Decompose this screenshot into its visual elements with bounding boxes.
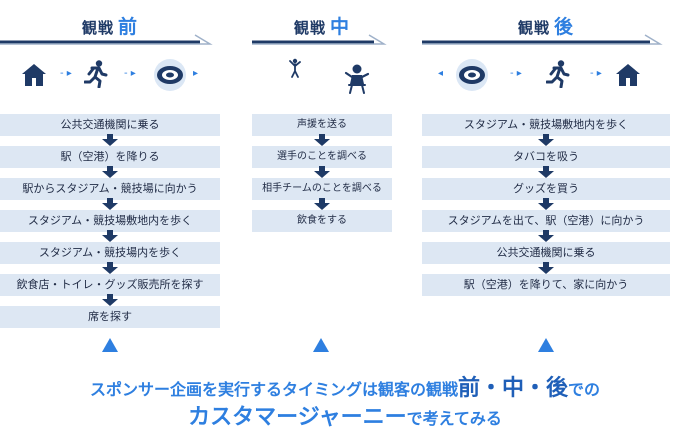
step-item: スタジアム・競技場敷地内を歩く	[0, 210, 220, 232]
column-after: 観戦後 ◂ - ▸ - ▸ スタジアム・競技場敷地内を歩く タバコを吸う グッ	[422, 0, 670, 296]
step-item: スタジアム・競技場敷地内を歩く	[422, 114, 670, 136]
step-item: 駅（空港）を降りて、家に向かう	[422, 274, 670, 296]
icons-after: ◂ - ▸ - ▸	[422, 58, 670, 94]
down-arrow-icon	[252, 166, 392, 178]
runner-icon	[546, 60, 570, 88]
flow-arrow-icon: ◂	[438, 68, 444, 79]
step-item: グッズを買う	[422, 178, 670, 200]
stadium-icon	[154, 59, 186, 91]
icons-before: - ▸ - ▸ ▸	[0, 58, 220, 94]
up-triangle-icon	[102, 338, 118, 352]
flow-arrow-icon: - ▸	[124, 68, 136, 79]
header-title-before: 観戦前	[0, 12, 220, 39]
down-arrow-icon	[422, 166, 670, 178]
column-before: 観戦前 - ▸ - ▸ ▸ 公共交通機関に乗る 駅（空港）を降りる 駅からスタ	[0, 0, 220, 328]
down-arrow-icon	[0, 166, 220, 178]
down-arrow-icon	[422, 262, 670, 274]
steps-after: スタジアム・競技場敷地内を歩く タバコを吸う グッズを買う スタジアムを出て、駅…	[422, 114, 670, 296]
flow-arrow-icon: - ▸	[60, 68, 72, 79]
down-arrow-icon	[0, 230, 220, 242]
down-arrow-icon	[252, 198, 392, 210]
stadium-icon	[456, 59, 488, 91]
step-item: 飲食店・トイレ・グッズ販売所を探す	[0, 274, 220, 296]
up-triangle-icon	[313, 338, 329, 352]
header-during: 観戦中	[252, 0, 392, 45]
steps-before: 公共交通機関に乗る 駅（空港）を降りる 駅からスタジアム・競技場に向かう スタジ…	[0, 114, 220, 328]
cheering-icon	[289, 58, 301, 78]
step-item: 公共交通機関に乗る	[422, 242, 670, 264]
step-item: スタジアム・競技場内を歩く	[0, 242, 220, 264]
step-item: 駅（空港）を降りる	[0, 146, 220, 168]
header-title-after: 観戦後	[422, 12, 670, 39]
column-during: 観戦中 声援を送る 選手のことを調べる 相手チームのことを調べる 飲食をする	[252, 0, 392, 232]
message-text: で考えてみる	[406, 409, 502, 428]
header-divider	[0, 34, 213, 45]
flow-arrow-icon: - ▸	[590, 68, 602, 79]
down-arrow-icon	[0, 134, 220, 146]
title-accent: 前	[118, 16, 139, 38]
header-before: 観戦前	[0, 0, 220, 45]
runner-icon	[84, 60, 108, 88]
spectator-icon	[344, 64, 370, 94]
flow-arrow-icon: ▸	[193, 68, 199, 79]
header-divider	[252, 34, 387, 45]
down-arrow-icon	[252, 134, 392, 146]
title-prefix: 観戦	[293, 19, 326, 37]
step-item: 駅からスタジアム・競技場に向かう	[0, 178, 220, 200]
step-item: タバコを吸う	[422, 146, 670, 168]
header-divider	[422, 34, 663, 45]
down-arrow-icon	[422, 198, 670, 210]
message-text: での	[568, 380, 601, 399]
message-emphasis: 前・中・後	[457, 376, 568, 401]
step-item: 席を探す	[0, 306, 220, 328]
up-triangle-icon	[538, 338, 554, 352]
message-text: スポンサー企画を実行するタイミングは観客の観戦	[89, 380, 458, 399]
home-icon	[22, 64, 46, 86]
down-arrow-icon	[0, 294, 220, 306]
step-item: 選手のことを調べる	[252, 146, 392, 168]
message-emphasis: カスタマージャーニー	[188, 405, 407, 430]
flow-arrow-icon: - ▸	[510, 68, 522, 79]
icons-during	[252, 58, 392, 94]
bottom-message-line-2: カスタマージャーニーで考えてみる	[0, 399, 690, 431]
step-item: スタジアムを出て、駅（空港）に向かう	[422, 210, 670, 232]
step-item: 公共交通機関に乗る	[0, 114, 220, 136]
header-after: 観戦後	[422, 0, 670, 45]
home-icon	[616, 64, 640, 86]
title-accent: 中	[330, 16, 351, 38]
title-prefix: 観戦	[81, 19, 114, 37]
bottom-message-line-1: スポンサー企画を実行するタイミングは観客の観戦前・中・後での	[0, 370, 690, 402]
step-item: 飲食をする	[252, 210, 392, 232]
down-arrow-icon	[0, 262, 220, 274]
step-item: 相手チームのことを調べる	[252, 178, 392, 200]
step-item: 声援を送る	[252, 114, 392, 136]
steps-during: 声援を送る 選手のことを調べる 相手チームのことを調べる 飲食をする	[252, 114, 392, 232]
title-accent: 後	[554, 16, 575, 38]
title-prefix: 観戦	[517, 19, 550, 37]
header-title-during: 観戦中	[252, 12, 392, 39]
down-arrow-icon	[422, 230, 670, 242]
down-arrow-icon	[0, 198, 220, 210]
down-arrow-icon	[422, 134, 670, 146]
